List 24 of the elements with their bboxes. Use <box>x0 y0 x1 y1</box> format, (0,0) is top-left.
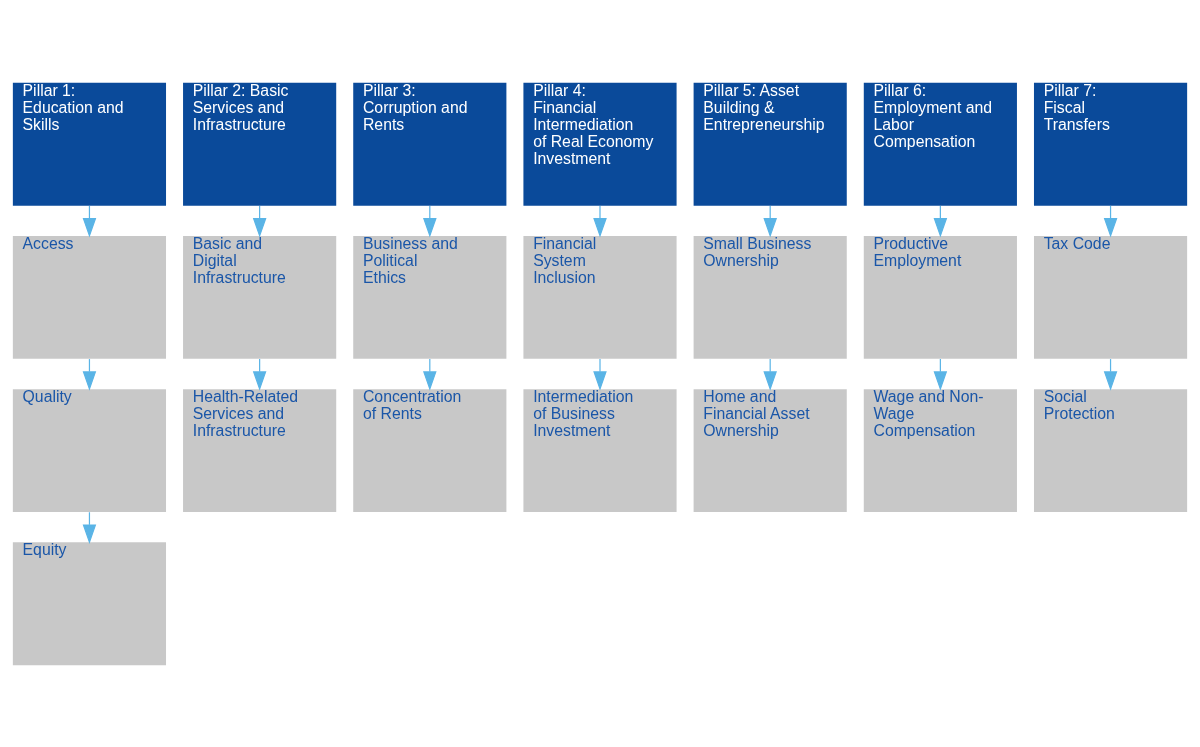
node-box: Concentration of Rents <box>353 388 507 512</box>
node-box: Equity <box>12 541 167 665</box>
node-box: Pillar 2: Basic Services and Infrastructure <box>183 82 337 206</box>
node-box: Pillar 1: Education and Skills <box>12 82 167 206</box>
node-box: Pillar 6: Employment and Labor Compensation <box>863 82 1017 206</box>
node-box: Business and Political Ethics <box>353 235 507 359</box>
node-box: Financial System Inclusion <box>523 235 677 359</box>
node-box: Social Protection <box>1033 388 1188 512</box>
node-box: Productive Employment <box>863 235 1017 359</box>
node-box: Quality <box>12 388 167 512</box>
node-box: Tax Code <box>1033 235 1188 359</box>
arrow <box>593 204 607 238</box>
arrow <box>593 357 607 391</box>
node-box: Access <box>12 235 167 359</box>
node-box: Pillar 3: Corruption and Rents <box>353 82 507 206</box>
node-box: Pillar 7: Fiscal Transfers <box>1033 82 1188 206</box>
node-box: Small Business Ownership <box>693 235 847 359</box>
node-box: Wage and Non-Wage Compensation <box>863 388 1017 512</box>
node-box: Basic and Digital Infrastructure <box>183 235 337 359</box>
node-box: Health-Related Services and Infrastructure <box>183 388 337 512</box>
node-box: Pillar 4: Financial Intermediation of Real Economy Investment <box>523 82 677 206</box>
node-box: Pillar 5: Asset Building & Entrepreneurship <box>693 82 847 206</box>
node-box: Home and Financial Asset Ownership <box>693 388 847 512</box>
node-box: Intermediation of Business Investment <box>523 388 677 512</box>
